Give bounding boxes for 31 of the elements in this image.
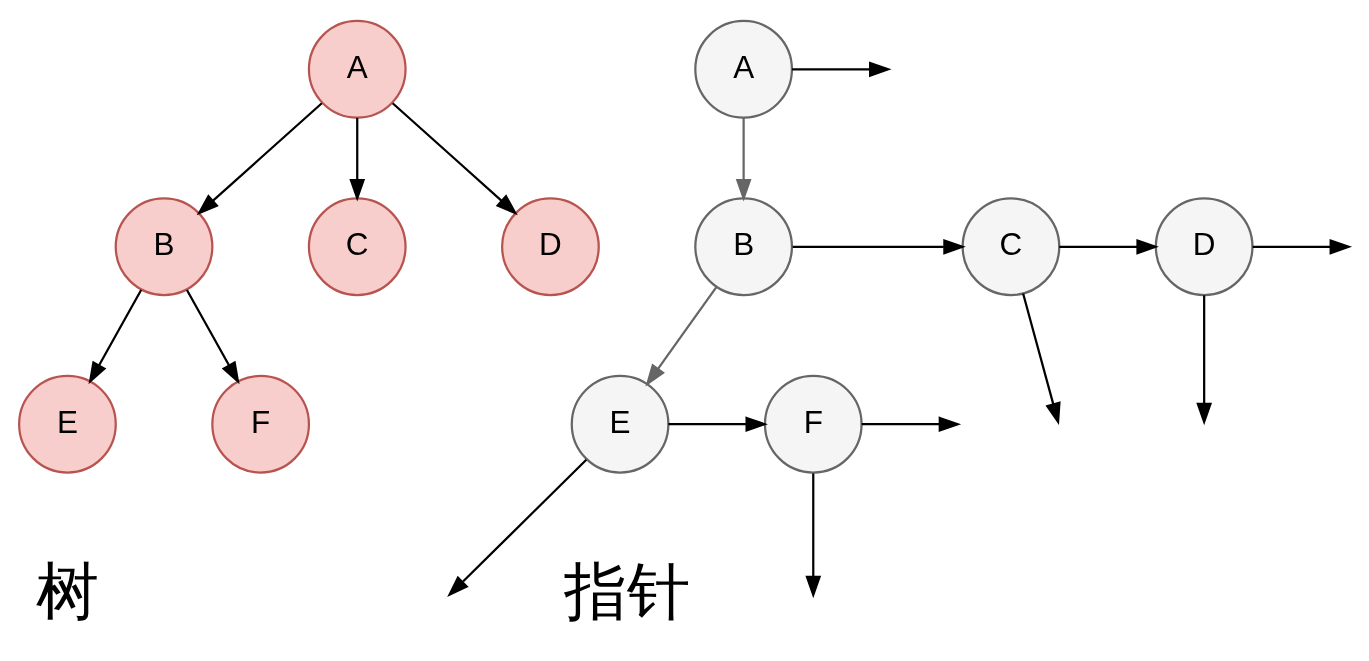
node-circle: E <box>18 374 117 474</box>
node-circle: C <box>307 196 407 296</box>
node-circle: E <box>570 374 670 474</box>
arrow <box>447 458 588 597</box>
arrow <box>196 101 323 215</box>
node-circle: F <box>211 374 311 474</box>
arrow <box>861 415 962 432</box>
label: 树 <box>35 554 99 628</box>
arrow <box>668 415 768 432</box>
arrow <box>349 117 366 201</box>
label: 指针 <box>563 554 690 628</box>
arrow <box>1196 294 1213 425</box>
node-circle: D <box>501 196 600 296</box>
node-circle: B <box>694 196 794 296</box>
arrow <box>735 117 752 201</box>
arrow <box>1022 292 1061 425</box>
arrow <box>645 286 718 386</box>
node-circle: F <box>763 374 863 474</box>
node-circle: A <box>694 19 794 119</box>
arrow <box>185 288 240 384</box>
arrow <box>805 472 822 598</box>
arrow <box>792 238 966 255</box>
node-circle: C <box>961 196 1061 296</box>
node-circle: B <box>114 196 214 296</box>
arrow <box>1252 238 1353 255</box>
arrow <box>391 101 518 215</box>
arrow <box>792 60 892 77</box>
node-circle: A <box>307 19 407 119</box>
arrow <box>88 288 143 384</box>
node-circle: D <box>1154 196 1254 296</box>
arrow <box>1059 238 1159 255</box>
